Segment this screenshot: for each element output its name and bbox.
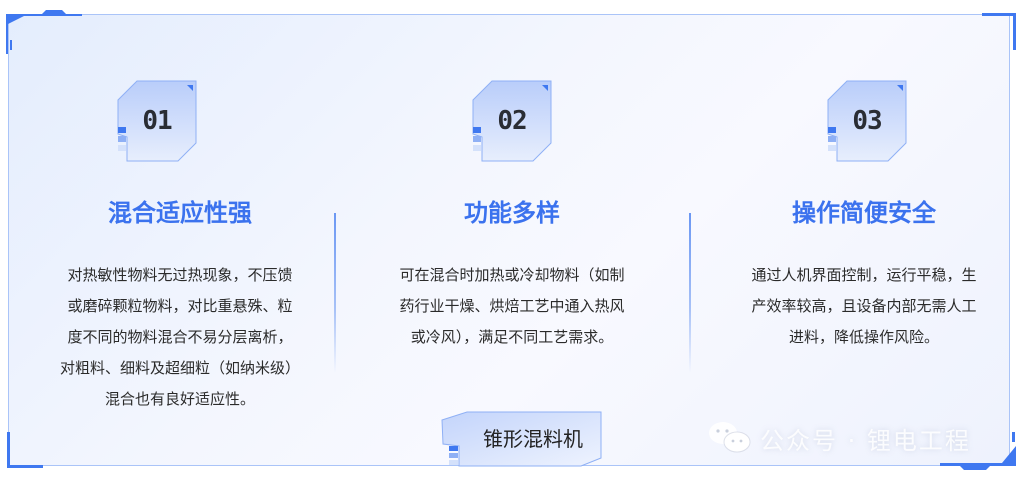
corner-bottom-right-icon [940, 432, 1016, 470]
description-line: 进料，降低操作风险。 [788, 328, 939, 346]
column-divider [689, 213, 691, 373]
badge-shape-icon [117, 80, 197, 162]
description-line: 产效率较高，且设备内部无需人工 [751, 297, 977, 315]
description-line: 药行业干燥、烘焙工艺中通入热风 [399, 297, 625, 315]
watermark: 公众号 · 锂电工程 [708, 418, 971, 458]
watermark-text: 公众号 · 锂电工程 [760, 426, 971, 455]
tag-shape-icon [441, 411, 602, 467]
feature-title: 混合适应性强 [108, 199, 252, 227]
description-line: 对热敏性物料无过热现象，不压馈 [67, 266, 293, 284]
feature-description: 对热敏性物料无过热现象，不压馈 或磨碎颗粒物料，对比重悬殊、粒 度不同的物料混合… [15, 260, 345, 415]
feature-description: 可在混合时加热或冷却物料（如制 药行业干燥、烘焙工艺中通入热风 或冷风），满足不… [347, 260, 677, 353]
description-line: 通过人机界面控制，运行平稳，生 [751, 266, 977, 284]
number-badge: 01 [117, 80, 197, 162]
feature-panel: 01 混合适应性强 对热敏性物料无过热现象，不压馈 或磨碎颗粒物料，对比重悬殊、… [8, 14, 1010, 466]
product-tag: 锥形混料机 [441, 410, 602, 467]
description-line: 度不同的物料混合不易分层离析， [67, 328, 293, 346]
description-line: 对粗料、细料及超细粒（如纳米级） [59, 359, 300, 377]
product-tag-label: 锥形混料机 [483, 427, 583, 451]
corner-top-right-edge [1013, 13, 1016, 50]
description-line: 混合也有良好适应性。 [104, 390, 255, 408]
feature-title: 功能多样 [464, 199, 560, 227]
number-badge: 02 [472, 80, 552, 162]
feature-card-3: 03 操作简便安全 通过人机界面控制，运行平稳，生 产效率较高，且设备内部无需人… [699, 15, 1024, 415]
corner-bottom-left-icon [7, 432, 10, 468]
corner-top-right-icon [982, 13, 1016, 16]
feature-description: 通过人机界面控制，运行平稳，生 产效率较高，且设备内部无需人工 进料，降低操作风… [699, 260, 1024, 353]
badge-number: 02 [497, 106, 527, 136]
description-line: 或冷风），满足不同工艺需求。 [410, 328, 614, 346]
feature-title: 操作简便安全 [792, 199, 936, 227]
feature-card-2: 02 功能多样 可在混合时加热或冷却物料（如制 药行业干燥、烘焙工艺中通入热风 … [347, 15, 677, 415]
corner-bottom-left-edge [7, 465, 43, 468]
corner-top-left-icon [6, 10, 82, 54]
column-divider [334, 213, 336, 373]
badge-number: 01 [142, 106, 172, 136]
description-line: 或磨碎颗粒物料，对比重悬殊、粒 [67, 297, 293, 315]
badge-shape-icon [827, 80, 907, 162]
badge-shape-icon [472, 80, 552, 162]
badge-number: 03 [852, 106, 882, 136]
feature-card-1: 01 混合适应性强 对热敏性物料无过热现象，不压馈 或磨碎颗粒物料，对比重悬殊、… [9, 15, 339, 415]
number-badge: 03 [827, 80, 907, 162]
wechat-icon [708, 420, 752, 456]
description-line: 可在混合时加热或冷却物料（如制 [399, 266, 625, 284]
